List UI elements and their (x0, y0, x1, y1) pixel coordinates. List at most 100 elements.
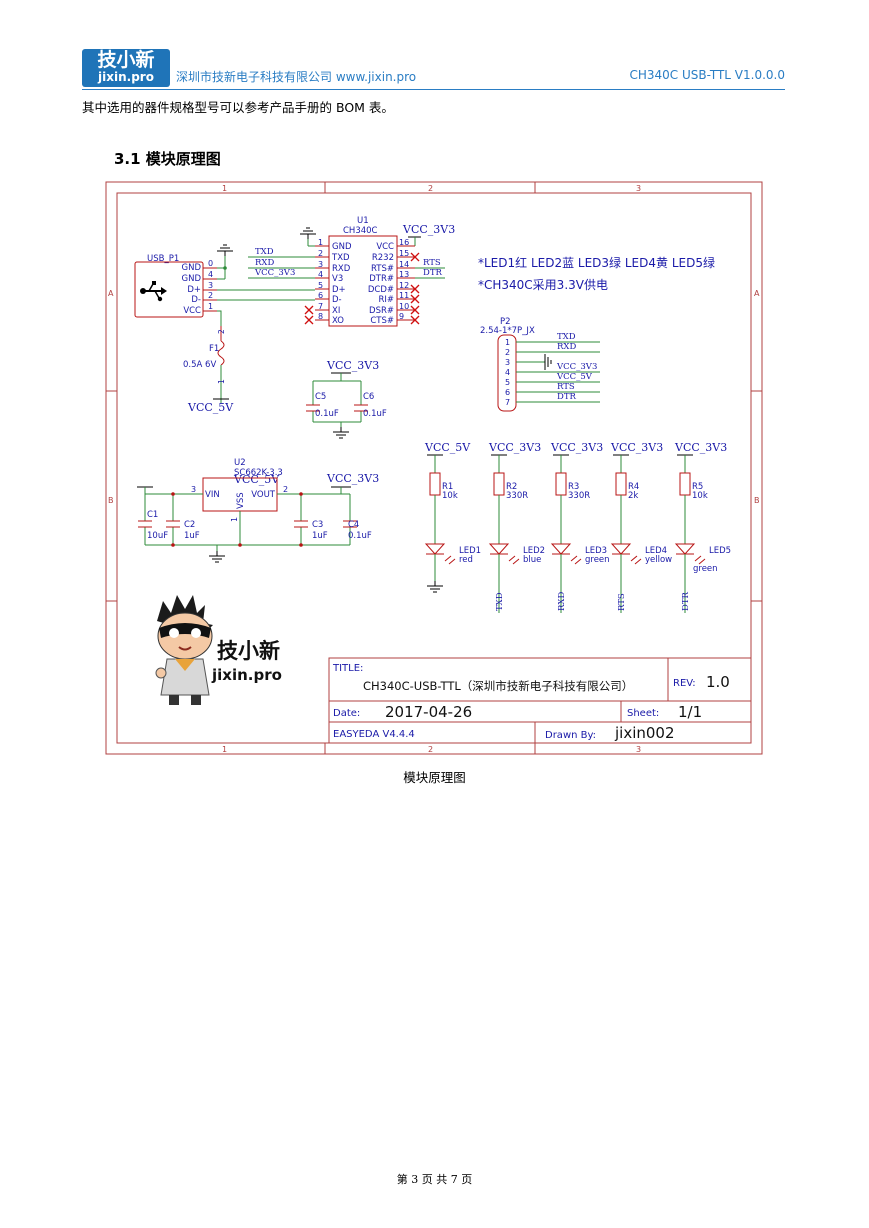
resistor-2 (493, 472, 505, 496)
u1-net-txd: TXD (255, 247, 274, 257)
header-p2: P2 2.54-1*7P_JX 1 2 3 4 5 6 7 TXD RXD VC… (480, 317, 600, 412)
led-color-2: blue (523, 555, 541, 565)
u2-num-vin: 3 (191, 485, 196, 494)
p2-net-txd: TXD (557, 332, 576, 342)
u1-num-5: 5 (318, 281, 323, 290)
led-bottom-net-3: RXD (557, 592, 567, 611)
led-ref-4: LED4 (645, 546, 667, 556)
u1-net-rts: RTS (423, 258, 441, 268)
p2-net-dtr: DTR (557, 392, 576, 402)
u1-ref: U1 (357, 216, 369, 226)
resistor-ref-4: R4 (628, 482, 639, 492)
tb-sheet-label: Sheet: (627, 708, 659, 719)
u1-pin-xi: XI (332, 306, 340, 316)
fuse-f1: 2 1 F1 0.5A 6V VCC_5V (183, 326, 234, 414)
decoupling-net: VCC_3V3 (326, 359, 379, 372)
frame-row-b-left: B (108, 496, 114, 505)
c4-value: 0.1uF (348, 531, 372, 541)
fuse-pin-top: 2 (217, 329, 226, 334)
p2-num-5: 5 (505, 378, 510, 387)
p2-net-vcc5v: VCC_5V (556, 372, 593, 382)
c5-ref: C5 (315, 392, 326, 402)
u2-ref: U2 (234, 458, 246, 468)
u1-pin-cts: CTS# (370, 316, 394, 326)
frame-col-2-bottom: 2 (428, 745, 433, 754)
resistor-ref-3: R3 (568, 482, 579, 492)
u1-num-13: 13 (399, 270, 409, 279)
p2-net-rts: RTS (557, 382, 575, 392)
tb-rev-label: REV: (673, 678, 696, 689)
logo-cn-text: 技小新 (97, 49, 155, 71)
u1-num-6: 6 (318, 291, 323, 300)
c2-ref: C2 (184, 520, 195, 530)
resistor-3 (555, 472, 567, 496)
schematic-diagram: 1 2 3 1 2 3 A B A B *LED1红 LED2蓝 LED3绿 L… (105, 181, 763, 755)
u1-num-8: 8 (318, 312, 323, 321)
u1-num-11: 11 (399, 291, 409, 300)
header-company: 深圳市技新电子科技有限公司 www.jixin.pro (176, 70, 417, 84)
logo-en-text: jixin.pro (98, 70, 154, 84)
p2-num-4: 4 (505, 368, 510, 377)
usb-pin-gnd2: GND (182, 274, 202, 284)
header-logo: 技小新 jixin.pro (82, 49, 170, 87)
p2-num-1: 1 (505, 338, 510, 347)
mascot-illustration (155, 595, 213, 705)
led-color-1: red (459, 555, 473, 565)
led-diode-3 (550, 543, 572, 555)
u1-part: CH340C (343, 226, 378, 236)
u1-num-16: 16 (399, 238, 409, 247)
p2-num-6: 6 (505, 388, 510, 397)
decoupling-c5-c6: VCC_3V3 C5 0.1uF C6 0.1uF (306, 359, 387, 439)
resistor-value-3: 330R (568, 491, 590, 501)
resistor-5 (679, 472, 691, 496)
u1-num-10: 10 (399, 302, 409, 311)
led-net-5: VCC_3V3 (674, 441, 727, 454)
p2-ref: P2 (500, 317, 511, 327)
resistor-ref-5: R5 (692, 482, 703, 492)
u1-num-9: 9 (399, 312, 404, 321)
u1-pin-dm: D- (332, 295, 342, 305)
led-color-4: yellow (645, 555, 672, 565)
led-diode-4 (610, 543, 632, 555)
led-diode-5 (674, 543, 696, 555)
u1-pin-dtr: DTR# (369, 274, 394, 284)
u1-net-rxd: RXD (255, 258, 274, 268)
resistor-ref-2: R2 (506, 482, 517, 492)
tb-title: CH340C-USB-TTL（深圳市技新电子科技有限公司） (363, 679, 633, 693)
usb-pin-vcc: VCC (183, 306, 201, 316)
u1-pin-txd: TXD (331, 253, 350, 263)
usb-pin-gnd1: GND (182, 263, 202, 273)
u2-part: SC662K-3.3 (234, 468, 283, 478)
fuse-net-vcc5v: VCC_5V (187, 401, 234, 414)
p2-net-vcc3v3: VCC_3V3 (556, 362, 597, 372)
led-indicators: VCC_5VR110kLED1redVCC_3V3R2330RLED2blueT… (424, 441, 731, 613)
regulator-u2: VCC_5V U2 SC662K-3.3 VIN VOUT VSS 3 2 1 … (137, 458, 379, 563)
u1-num-4: 4 (318, 270, 323, 279)
u1-pin-r232: R232 (372, 253, 394, 263)
usb-num-1: 1 (208, 302, 213, 311)
resistor-4 (615, 472, 627, 496)
fuse-pin-bottom: 1 (217, 379, 226, 384)
led-diode-1 (424, 543, 446, 555)
usb-pin-dp: D+ (187, 285, 201, 295)
u1-num-2: 2 (318, 249, 323, 258)
tb-tool: EASYEDA V4.4.4 (333, 729, 415, 740)
u1-num-15: 15 (399, 249, 409, 258)
u2-pin-vss: VSS (236, 492, 246, 509)
u1-num-1: 1 (318, 238, 323, 247)
tb-sheet: 1/1 (678, 703, 702, 721)
u1-pin-dp: D+ (332, 285, 346, 295)
led-bottom-net-5: DTR (681, 592, 691, 611)
u1-pin-v3: V3 (332, 274, 343, 284)
usb-num-3: 3 (208, 281, 213, 290)
tb-title-label: TITLE: (332, 663, 363, 674)
led-net-3: VCC_3V3 (550, 441, 603, 454)
usb-num-4: 4 (208, 270, 213, 279)
resistor-value-2: 330R (506, 491, 528, 501)
usb-num-0: 0 (208, 259, 213, 268)
c1-ref: C1 (147, 510, 158, 520)
led-ref-2: LED2 (523, 546, 545, 556)
u1-num-12: 12 (399, 281, 409, 290)
usb-ref: USB_P1 (147, 254, 179, 264)
